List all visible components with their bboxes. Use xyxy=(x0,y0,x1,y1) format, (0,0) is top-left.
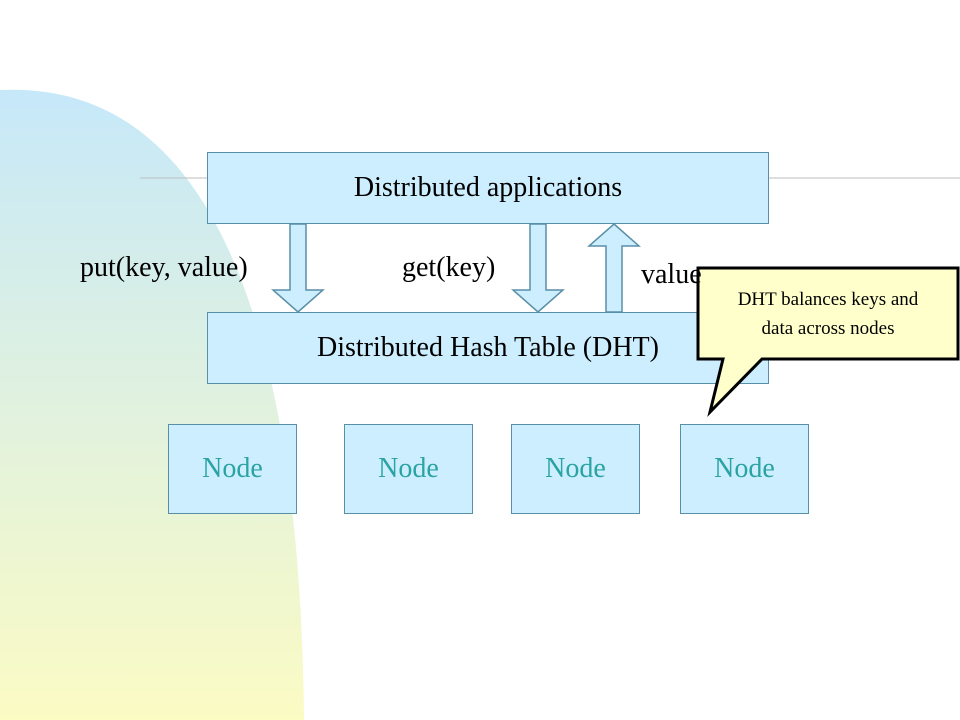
distributed-applications-box: Distributed applications xyxy=(207,152,769,224)
node-label: Node xyxy=(202,453,263,484)
get-down-arrow xyxy=(511,223,565,313)
callout-text: DHT balances keys and data across nodes xyxy=(708,285,948,343)
callout-line-2: data across nodes xyxy=(761,318,895,339)
distributed-applications-label: Distributed applications xyxy=(353,172,623,203)
value-up-arrow xyxy=(587,223,641,313)
node-box-2: Node xyxy=(344,424,473,514)
node-box-3: Node xyxy=(511,424,640,514)
get-label: get(key) xyxy=(402,252,496,283)
callout-line-1: DHT balances keys and xyxy=(737,289,919,310)
node-box-1: Node xyxy=(168,424,297,514)
node-label: Node xyxy=(545,453,606,484)
put-down-arrow xyxy=(271,223,325,313)
node-label: Node xyxy=(378,453,439,484)
put-label: put(key, value) xyxy=(80,252,248,283)
node-box-4: Node xyxy=(680,424,809,514)
dht-box: Distributed Hash Table (DHT) xyxy=(207,312,769,384)
value-label: value xyxy=(641,259,702,290)
dht-label: Distributed Hash Table (DHT) xyxy=(316,332,659,363)
gradient-shape xyxy=(0,89,304,720)
callout-bubble xyxy=(696,266,960,417)
node-label: Node xyxy=(714,453,775,484)
